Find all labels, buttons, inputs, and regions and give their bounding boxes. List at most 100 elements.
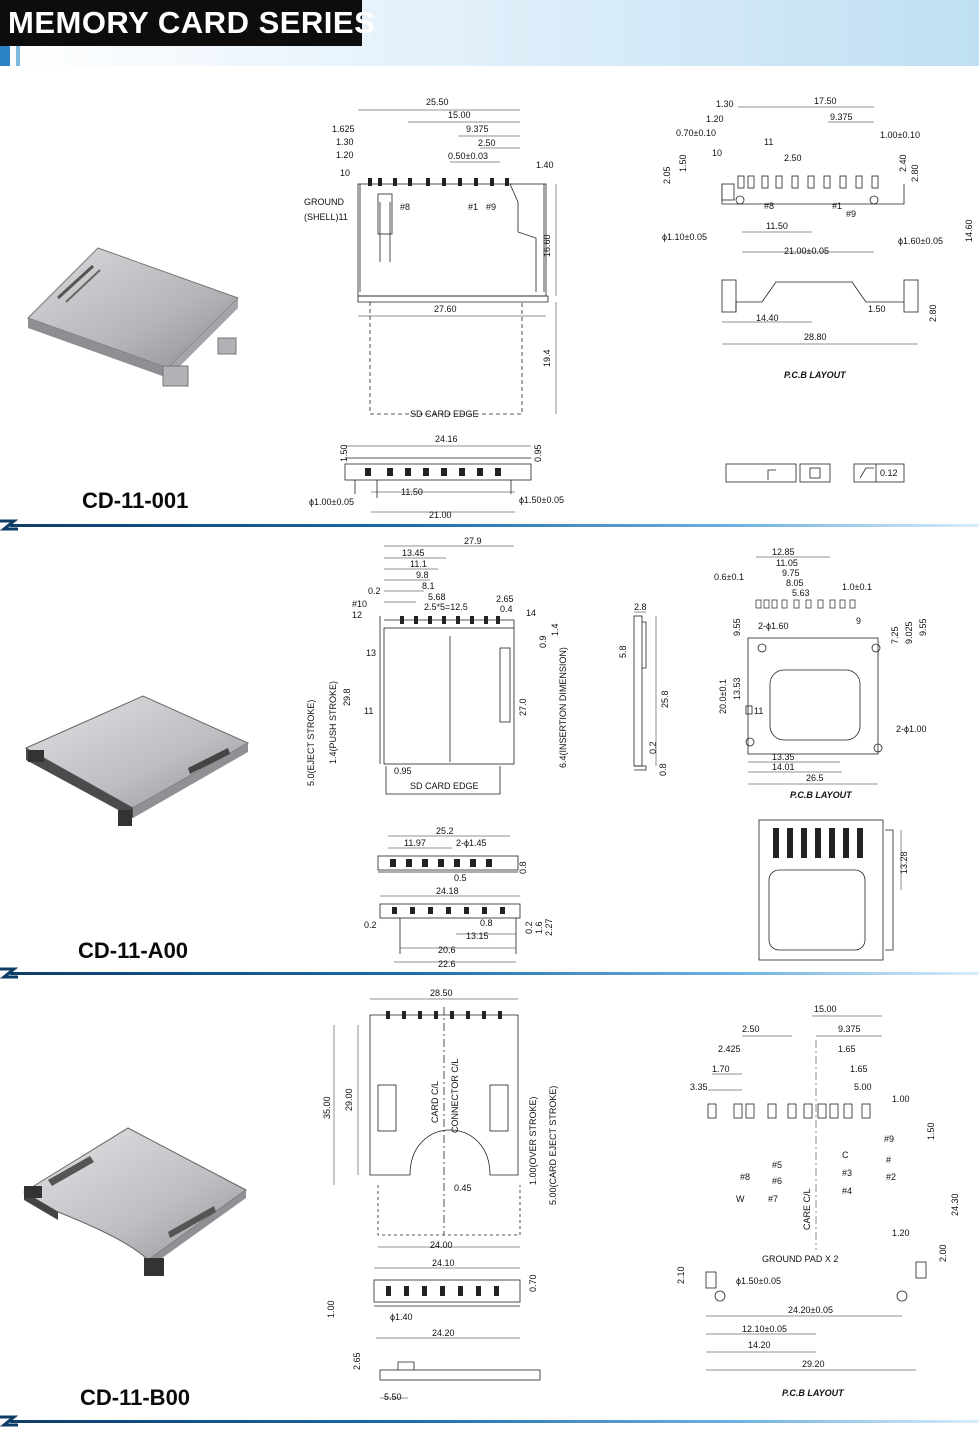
dim-label: 1.50 <box>926 1122 936 1140</box>
dim-label: 11.50 <box>401 487 423 497</box>
dim-label: 13.35 <box>772 752 795 762</box>
dim-label: 27.9 <box>464 536 482 546</box>
dim-label: CARE C/L <box>802 1188 812 1230</box>
dim-label: 14.60 <box>964 219 974 242</box>
dim-label: 1.50 <box>868 304 886 314</box>
dim-label: 9.025 <box>904 621 914 644</box>
callout-label: #9 <box>486 202 496 212</box>
dim-label: 2.80 <box>928 304 938 322</box>
dim-label: 10 <box>712 148 722 158</box>
dim-label: 9.75 <box>782 568 800 578</box>
dim-label: 2.65 <box>496 594 514 604</box>
dim-label: 5.8 <box>618 645 628 658</box>
dim-label: GROUND PAD X 2 <box>762 1254 838 1264</box>
callout-label: #8 <box>400 202 410 212</box>
dim-label: 29.8 <box>342 688 352 706</box>
dim-label: 5.68 <box>428 592 446 602</box>
dim-label: 11 <box>764 137 773 147</box>
dim-label: 11 <box>754 706 763 716</box>
dim-label: 1.50 <box>339 444 349 462</box>
dim-label: 26.5 <box>806 773 824 783</box>
dim-label: 24.18 <box>436 886 459 896</box>
dim-label: 12 <box>352 610 362 620</box>
dim-label: 13.28 <box>899 851 909 874</box>
zigzag-icon <box>0 967 18 979</box>
dim-label: 25.8 <box>660 690 670 708</box>
dim-label: 0.50±0.03 <box>448 151 488 161</box>
dim-label: 0.95 <box>394 766 412 776</box>
dim-label: 1.50 <box>678 154 688 172</box>
dim-label: ϕ1.60±0.05 <box>898 236 943 246</box>
dim-label: 6.4(INSERTION DIMENSION) <box>558 647 568 768</box>
dim-label: 20.6 <box>438 945 456 955</box>
dim-label: 35.00 <box>322 1096 332 1119</box>
dim-label: 11 <box>364 706 373 716</box>
dim-label: 0.2 <box>364 920 377 930</box>
dim-label: #9 <box>846 209 856 219</box>
dim-label: 27.0 <box>518 698 528 716</box>
callout-label: #1 <box>468 202 478 212</box>
dim-label: #7 <box>768 1194 778 1204</box>
dim-label: 1.00 <box>892 1094 910 1104</box>
title-accent <box>0 46 10 66</box>
dim-label: 1.625 <box>332 124 355 134</box>
dim-label: 1.20 <box>336 150 354 160</box>
dim-label: 0.45 <box>454 1183 472 1193</box>
dim-label: 19.4 <box>542 349 552 367</box>
dim-label: 12.10±0.05 <box>742 1324 787 1334</box>
card-edge-label: SD CARD EDGE <box>410 781 479 791</box>
dim-label: 0.95 <box>533 444 543 462</box>
dim-label: #9 <box>884 1134 894 1144</box>
dim-label: # <box>886 1155 891 1165</box>
dim-label: 9.375 <box>838 1024 861 1034</box>
dim-label: 16.60 <box>542 234 552 257</box>
dim-label: 5.63 <box>792 588 810 598</box>
dim-label: 0.8 <box>518 861 528 874</box>
dim-label: #2 <box>886 1172 896 1182</box>
drawing-rear-view-2: 13.28 <box>758 819 909 961</box>
dim-label: 1.20 <box>706 114 724 124</box>
dim-label: 28.50 <box>430 988 453 998</box>
pcb-layout-label: P.C.B LAYOUT <box>784 370 847 380</box>
dim-label: 21.00 <box>429 510 452 520</box>
dim-label: ϕ1.10±0.05 <box>662 232 707 242</box>
callout-label: GROUND <box>304 197 344 207</box>
dim-label: 20.0±0.1 <box>718 679 728 714</box>
dim-label: 24.10 <box>432 1258 455 1268</box>
dim-label: 0.12 <box>880 468 898 478</box>
dim-label: 2.50 <box>478 138 496 148</box>
dim-label: #5 <box>772 1160 782 1170</box>
dim-label: ϕ1.00±0.05 <box>309 497 354 507</box>
dim-label: 1.6 <box>534 921 544 934</box>
dim-label: 9.375 <box>466 124 489 134</box>
dim-label: 1.00±0.10 <box>880 130 920 140</box>
drawing-front-view-3: 24.10 0.70 1.00 ϕ1.40 24.20 <box>326 1258 538 1339</box>
dim-label: #1 <box>832 201 842 211</box>
dim-label: 13 <box>366 648 376 658</box>
pcb-layout-3: 15.00 2.50 9.375 2.425 1.65 1.70 1.65 3.… <box>676 1004 960 1398</box>
drawing-front-view-2: 25.2 11.97 2-ϕ1.45 0.5 0.8 <box>377 826 528 883</box>
dim-label: 24.20±0.05 <box>788 1305 833 1315</box>
dim-label: 2.27 <box>544 918 554 936</box>
dim-label: 0.2 <box>368 586 381 596</box>
dim-label: #4 <box>842 1186 852 1196</box>
dim-label: 27.60 <box>434 304 457 314</box>
model-name: CD-11-A00 <box>78 938 189 963</box>
dim-label: 0.70 <box>528 1274 538 1292</box>
dim-label: 13.15 <box>466 931 489 941</box>
dim-label: 10 <box>340 168 350 178</box>
callout-label: (SHELL)11 <box>304 212 348 222</box>
zigzag-icon <box>0 1415 18 1427</box>
drawing-side-view-2: 2.8 5.8 25.8 0.2 0.8 <box>618 602 670 776</box>
dim-label: 29.20 <box>802 1359 825 1369</box>
dim-label: 1.20 <box>892 1228 910 1238</box>
dim-label: #3 <box>842 1168 852 1178</box>
dim-label: 17.50 <box>814 96 837 106</box>
pcb-layout-label: P.C.B LAYOUT <box>790 790 853 800</box>
dim-label: 0.70±0.10 <box>676 128 716 138</box>
dim-label: 13.45 <box>402 548 425 558</box>
dim-label: 1.00 <box>326 1300 336 1318</box>
dim-label: #8 <box>740 1172 750 1182</box>
dim-label: #6 <box>772 1176 782 1186</box>
dim-label: 2.00 <box>938 1244 948 1262</box>
